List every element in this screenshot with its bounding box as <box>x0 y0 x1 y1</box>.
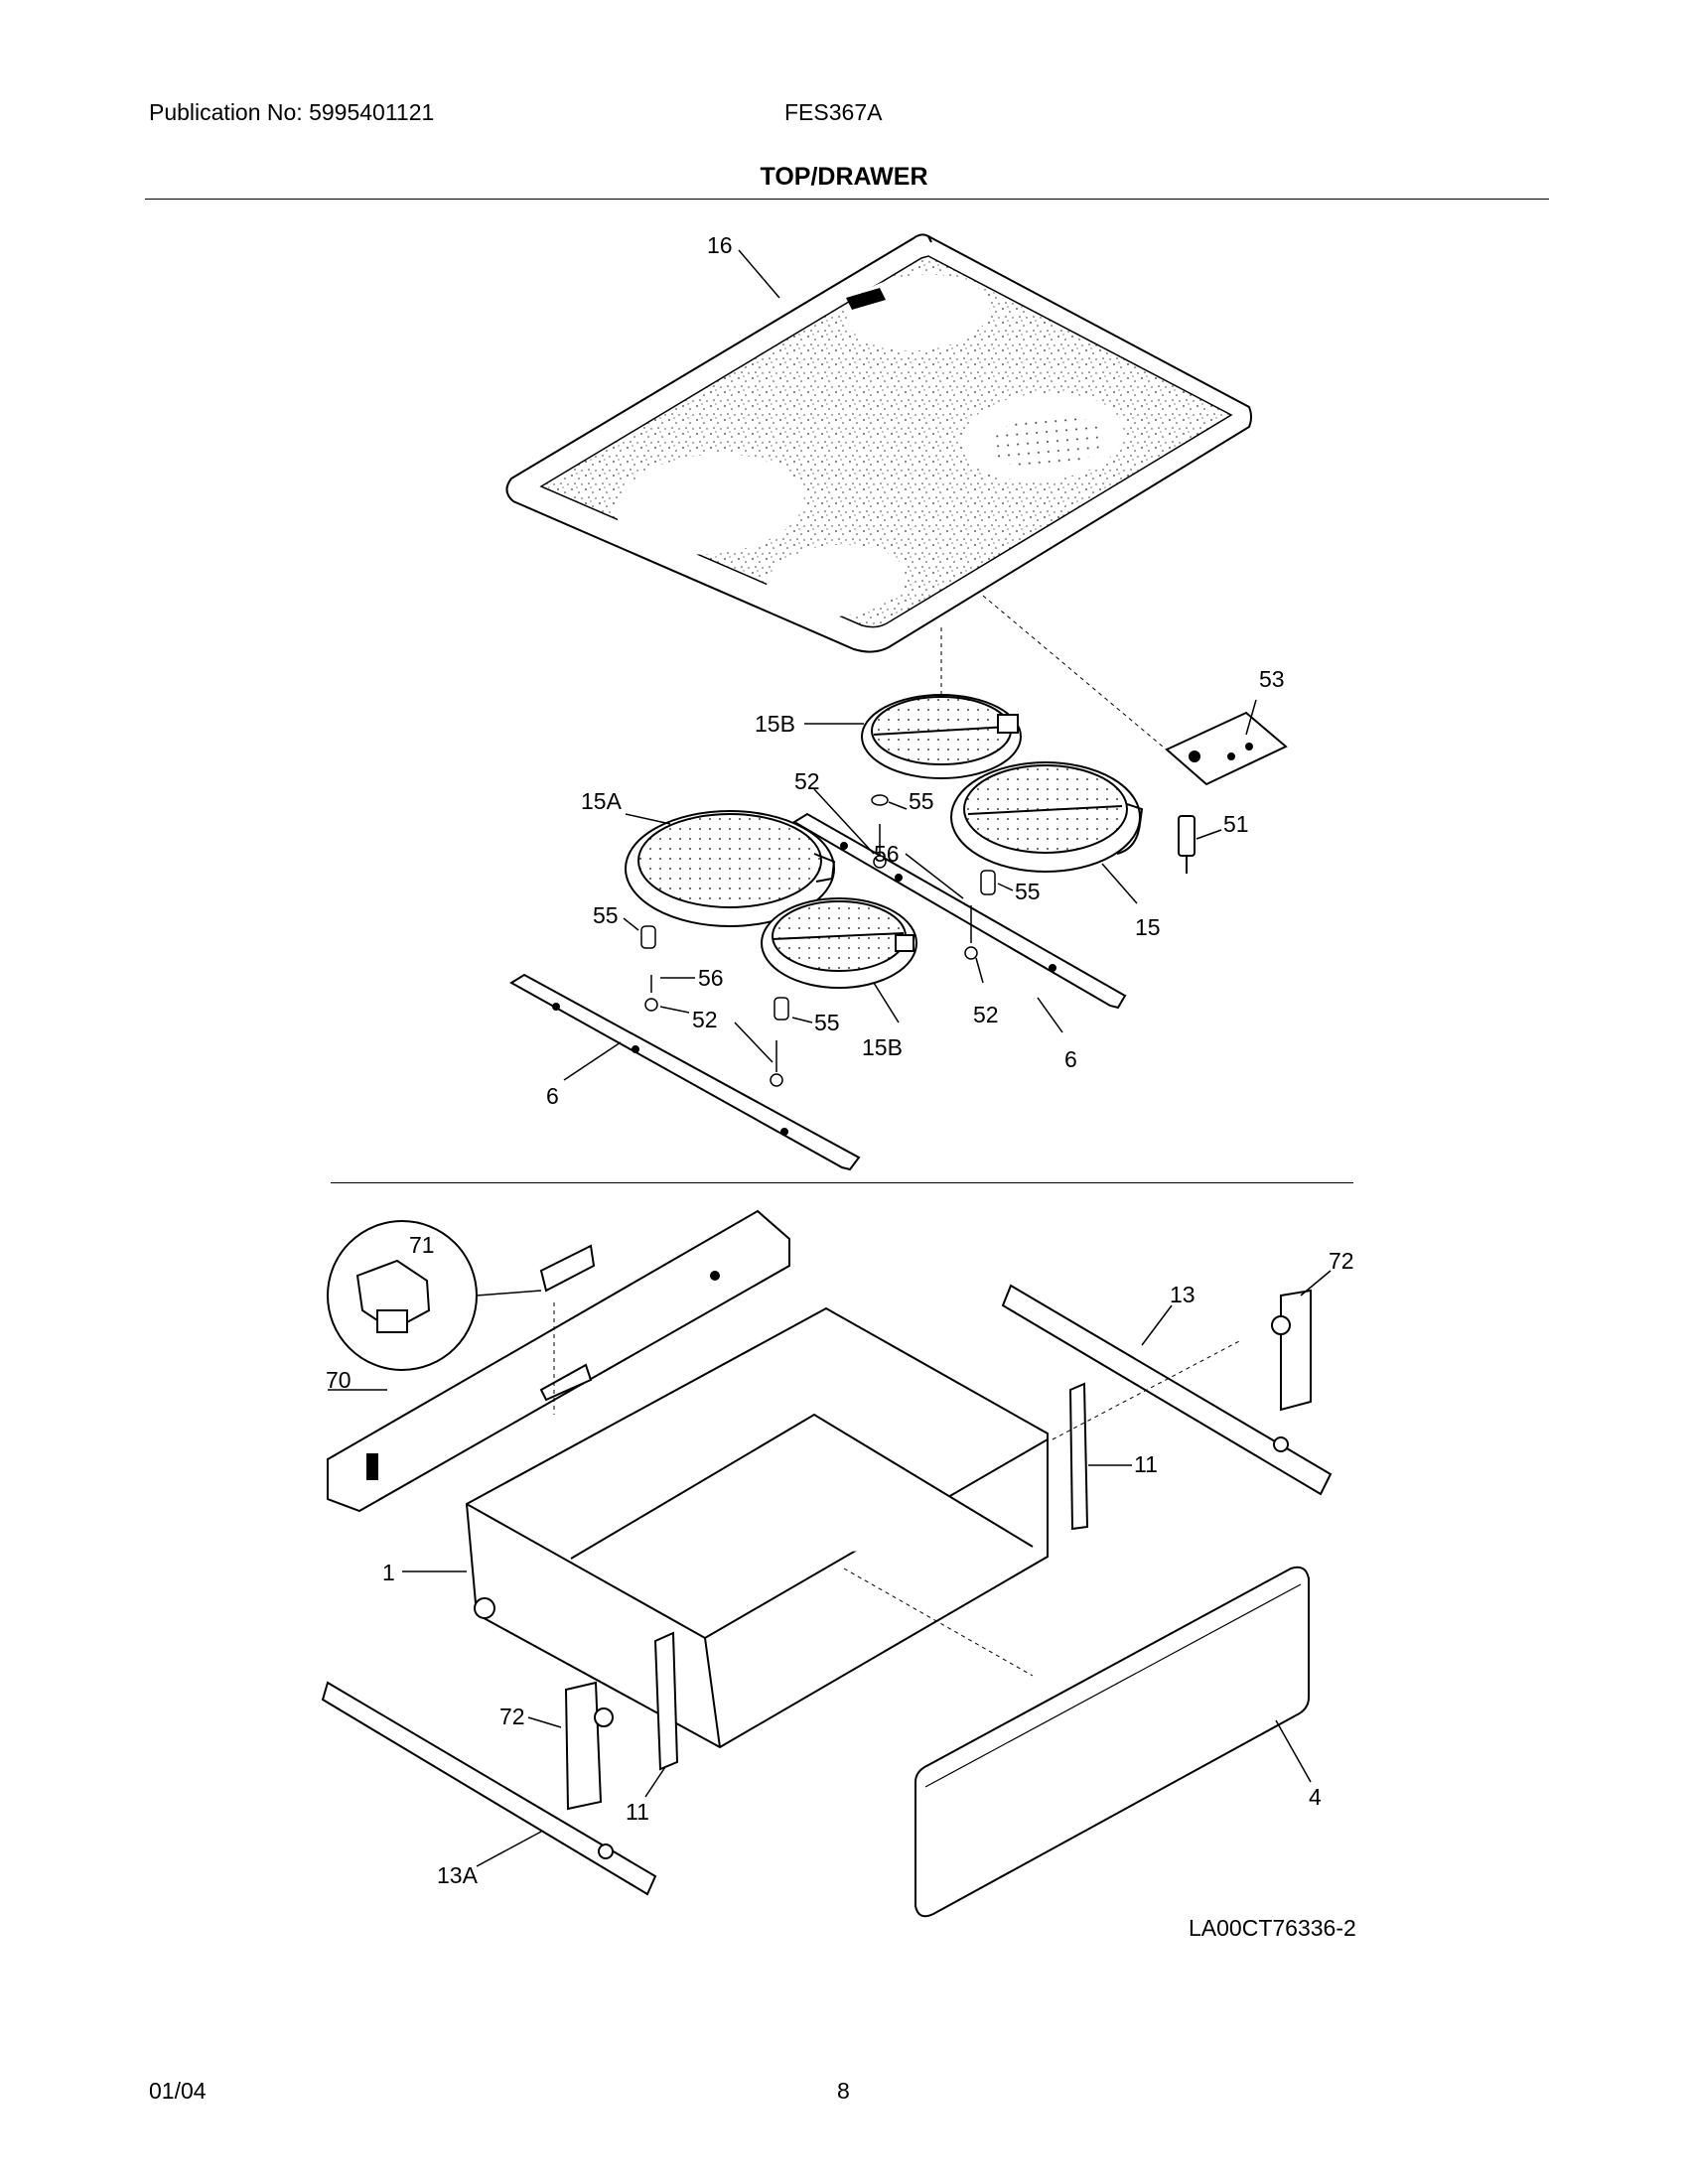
spacer-55-bottom <box>774 997 789 1021</box>
cooktop-glass <box>505 233 1252 653</box>
switch-51 <box>1178 815 1196 874</box>
footer-date: 01/04 <box>149 2078 207 2104</box>
callout-52-left: 52 <box>692 1007 718 1032</box>
callout-11-right: 11 <box>1134 1451 1158 1477</box>
support-bracket-left <box>509 973 861 1171</box>
detail-inset-71 <box>327 1220 478 1371</box>
bracket-72-right <box>1271 1289 1312 1412</box>
spacer-55-mid <box>980 870 996 895</box>
callout-6-left: 6 <box>546 1083 559 1109</box>
callout-51: 51 <box>1223 811 1249 837</box>
model-number: FES367A <box>784 99 883 125</box>
bracket-11-right <box>1068 1382 1089 1531</box>
callout-6-right: 6 <box>1064 1046 1077 1072</box>
callout-72-left: 72 <box>499 1704 525 1729</box>
callout-55-mid: 55 <box>1015 879 1041 904</box>
slide-rail-13 <box>1001 1284 1333 1496</box>
callout-1: 1 <box>382 1560 395 1585</box>
element-15 <box>950 761 1144 873</box>
rear-rail-70 <box>327 1209 790 1513</box>
figure-code: LA00CT76336-2 <box>1189 1915 1356 1941</box>
slide-rail-13A <box>321 1681 657 1896</box>
callout-13A: 13A <box>437 1862 479 1888</box>
callout-4: 4 <box>1309 1784 1322 1810</box>
element-15B-top <box>861 694 1022 779</box>
washer-55-top <box>871 794 889 806</box>
element-15A <box>625 810 836 927</box>
callout-56-left: 56 <box>698 965 724 991</box>
callout-11-left: 11 <box>626 1799 649 1825</box>
callout-55-left: 55 <box>593 902 619 928</box>
callout-15B-bottom: 15B <box>862 1034 903 1060</box>
callout-13: 13 <box>1170 1282 1196 1307</box>
callout-56-top: 56 <box>874 841 900 867</box>
switch-bracket-53 <box>1165 711 1288 786</box>
callout-15: 15 <box>1135 914 1161 940</box>
drawer-body-1 <box>465 1306 1049 1749</box>
callout-71: 71 <box>409 1232 435 1258</box>
page-title: TOP/DRAWER <box>760 163 928 191</box>
element-15B-bottom <box>761 897 917 989</box>
bracket-72-left <box>564 1681 614 1811</box>
callout-70: 70 <box>326 1367 352 1393</box>
bracket-11-left <box>653 1631 679 1771</box>
callout-15B-top: 15B <box>755 711 795 737</box>
callout-52-top: 52 <box>794 768 820 794</box>
drawer-front-4 <box>914 1566 1310 1918</box>
screws-and-nuts <box>644 824 978 1087</box>
callout-16: 16 <box>707 232 733 258</box>
callout-52-right: 52 <box>973 1002 999 1027</box>
callout-55-top: 55 <box>909 788 934 814</box>
footer-page-number: 8 <box>837 2078 850 2104</box>
header-rule <box>145 199 1549 200</box>
spacer-55-left <box>640 925 656 949</box>
callout-15A: 15A <box>581 788 623 814</box>
callout-55-bottom: 55 <box>814 1010 840 1035</box>
callout-72-right: 72 <box>1329 1248 1354 1274</box>
publication-number: Publication No: 5995401121 <box>149 99 435 125</box>
section-divider <box>331 1182 1353 1183</box>
callout-53: 53 <box>1259 666 1285 692</box>
